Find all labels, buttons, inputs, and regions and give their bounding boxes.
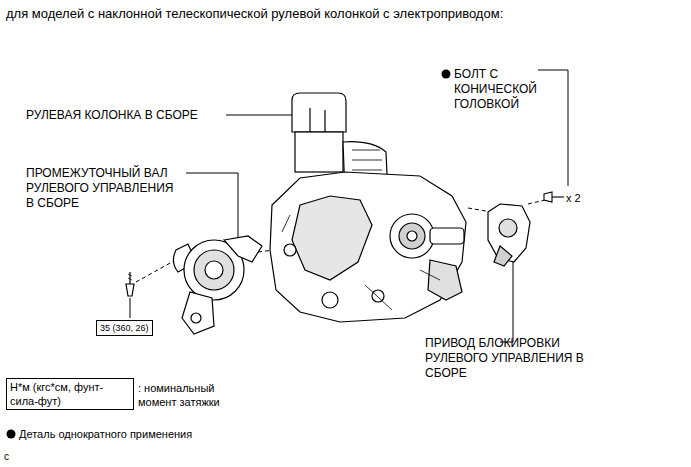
lock-actuator [488, 204, 530, 266]
diagram-title: для моделей с наклонной телескопической … [6, 6, 503, 22]
leader-line [538, 70, 568, 186]
single-use-mark [442, 70, 451, 79]
leader-line [500, 262, 513, 342]
leader-line [226, 115, 292, 116]
box-text: 35 (360, 26) [100, 322, 149, 334]
part-name: БОЛТ С КОНИЧЕСКОЙ ГОЛОВКОЙ [454, 67, 540, 112]
part-name: ПРИВОД БЛОКИРОВКИ РУЛЕВОГО УПРАВЛЕНИЯ В … [425, 336, 593, 381]
bolt [126, 272, 134, 296]
torque-box: 35 (360, 26) [96, 320, 153, 336]
taper-bolts [544, 192, 564, 202]
figure-code: c [4, 450, 9, 463]
leader-line [130, 298, 131, 318]
intermediate-shaft [173, 236, 262, 334]
leader-line [186, 173, 238, 238]
legend-text: Деталь однократного применения [19, 427, 192, 441]
legend-torque-box: Н*м (кгс*см, фунт-сила-фут) [6, 378, 134, 410]
steering-column [270, 93, 466, 322]
box-text: Н*м (кгс*см, фунт-сила-фут) [10, 380, 130, 408]
legend-text: : номинальный момент затяжки [138, 381, 248, 409]
part-name: ПРОМЕЖУТОЧНЫЙ ВАЛ РУЛЕВОГО УПРАВЛЕНИЯ В … [26, 166, 184, 211]
dashed-line [528, 200, 545, 204]
single-use-mark [7, 430, 16, 439]
quantity: x 2 [566, 191, 581, 205]
part-name: РУЛЕВАЯ КОЛОНКА В СБОРЕ [26, 108, 198, 123]
